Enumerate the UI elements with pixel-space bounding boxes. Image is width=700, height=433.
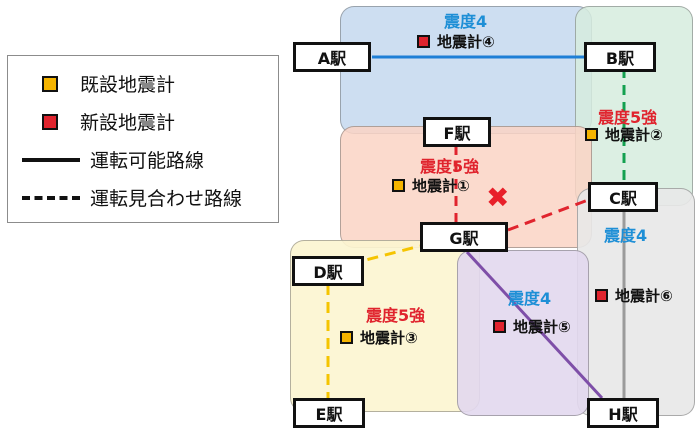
line-g-d <box>349 244 421 266</box>
station-e[interactable]: E駅 <box>293 398 365 428</box>
intensity-label: 震度4 <box>508 289 552 308</box>
seismometer-4[interactable]: 地震計④ <box>417 31 495 52</box>
seismometer-label: 地震計⑤ <box>513 318 571 336</box>
legend-label: 既設地震計 <box>80 74 176 96</box>
legend-label: 新設地震計 <box>80 112 176 134</box>
zone-intensity-5-left <box>290 240 480 412</box>
seismometer-3[interactable]: 地震計③ <box>340 327 418 348</box>
station-a[interactable]: A駅 <box>293 42 371 72</box>
legend-item-suspended-line: 運転見合わせ路線 <box>8 184 242 211</box>
legend-item-existing-seismometer: 既設地震計 <box>8 70 175 97</box>
new-seismometer-icon <box>42 113 58 130</box>
seismometer-label: 地震計① <box>412 177 470 195</box>
seismometer-label: 地震計③ <box>360 329 418 347</box>
line-g-c <box>507 198 589 232</box>
station-f[interactable]: F駅 <box>423 117 491 147</box>
solid-line-icon <box>22 158 80 162</box>
existing-seismometer-icon <box>585 128 598 141</box>
intensity-label: 震度5強 <box>420 157 480 176</box>
existing-seismometer-icon <box>392 179 405 192</box>
new-seismometer-icon <box>595 289 608 302</box>
intensity-label: 震度5強 <box>366 306 426 325</box>
zone-intensity-5-right-top <box>575 6 693 206</box>
seismometer-2[interactable]: 地震計② <box>585 124 663 145</box>
legend-item-new-seismometer: 新設地震計 <box>8 108 175 135</box>
existing-seismometer-icon <box>340 331 353 344</box>
legend-item-operating-line: 運転可能路線 <box>8 146 204 173</box>
x-mark-icon: ✖ <box>486 181 510 214</box>
station-b[interactable]: B駅 <box>584 42 656 72</box>
intensity-label: 震度4 <box>604 226 648 245</box>
intensity-label: 震度4 <box>444 12 488 31</box>
new-seismometer-icon <box>417 35 430 48</box>
zone-intensity-4-right <box>577 188 695 416</box>
seismometer-5[interactable]: 地震計⑤ <box>493 316 571 337</box>
seismometer-label: 地震計④ <box>437 33 495 51</box>
legend-label: 運転見合わせ路線 <box>90 188 243 210</box>
seismometer-1[interactable]: 地震計① <box>392 175 470 196</box>
intensity-label: 震度5強 <box>598 108 658 127</box>
station-d[interactable]: D駅 <box>292 256 364 286</box>
existing-seismometer-icon <box>42 75 58 92</box>
line-g-h <box>465 250 604 400</box>
seismometer-label: 地震計② <box>605 126 663 144</box>
zone-intensity-4-middle <box>457 250 589 416</box>
new-seismometer-icon <box>493 320 506 333</box>
station-c[interactable]: C駅 <box>588 182 658 212</box>
seismometer-6[interactable]: 地震計⑥ <box>595 285 673 306</box>
station-h[interactable]: H駅 <box>587 398 659 428</box>
dashed-line-icon <box>22 196 80 200</box>
station-g[interactable]: G駅 <box>420 222 508 252</box>
seismometer-label: 地震計⑥ <box>615 287 673 305</box>
legend: 既設地震計 新設地震計 運転可能路線 運転見合わせ路線 <box>7 55 279 223</box>
legend-label: 運転可能路線 <box>90 150 205 172</box>
